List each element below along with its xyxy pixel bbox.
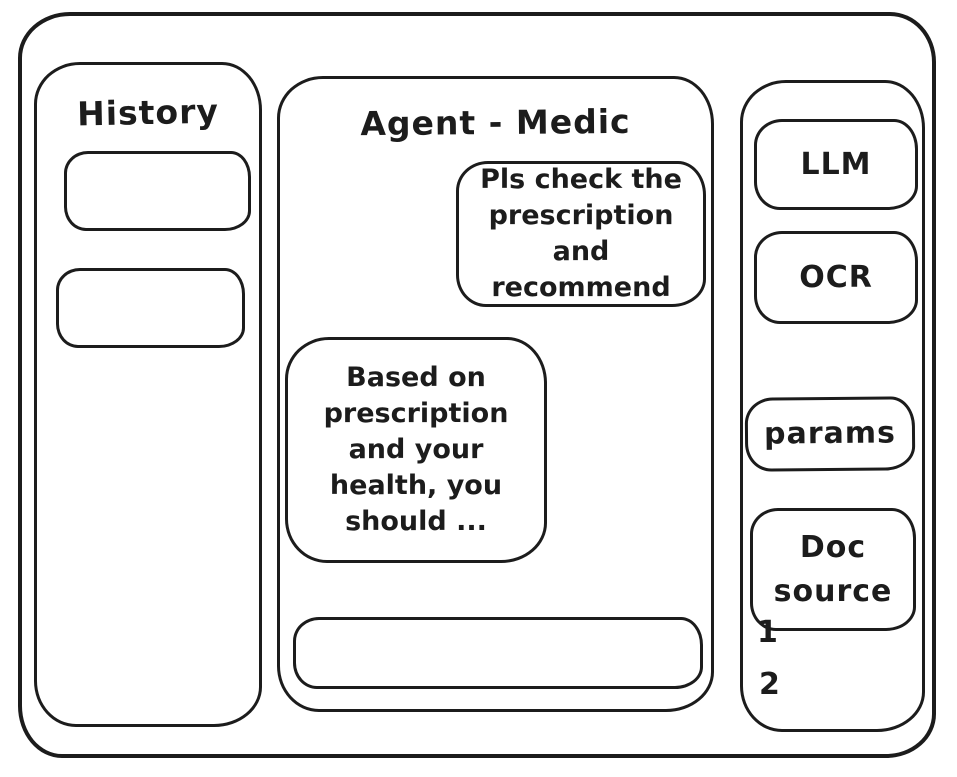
tools-panel: LLM OCR params Doc source 1 2 (740, 80, 925, 732)
params-button[interactable]: params (744, 396, 916, 472)
doc-source-item-1[interactable]: 1 (757, 615, 778, 650)
user-message-bubble: Pls check the prescription and recommend (456, 161, 706, 307)
history-panel-title: History (76, 91, 220, 134)
llm-button[interactable]: LLM (754, 119, 918, 210)
history-panel: History (34, 62, 262, 727)
assistant-message-bubble: Based on prescription and your health, y… (285, 337, 547, 563)
history-item[interactable] (56, 268, 245, 348)
chat-input[interactable] (293, 617, 703, 689)
chat-panel-title: Agent - Medic (360, 101, 631, 144)
history-item[interactable] (64, 151, 251, 231)
doc-source-item-2[interactable]: 2 (759, 667, 780, 702)
chat-panel: Agent - Medic Pls check the prescription… (277, 76, 714, 712)
doc-source-button[interactable]: Doc source (750, 508, 916, 631)
ocr-button[interactable]: OCR (754, 231, 918, 324)
